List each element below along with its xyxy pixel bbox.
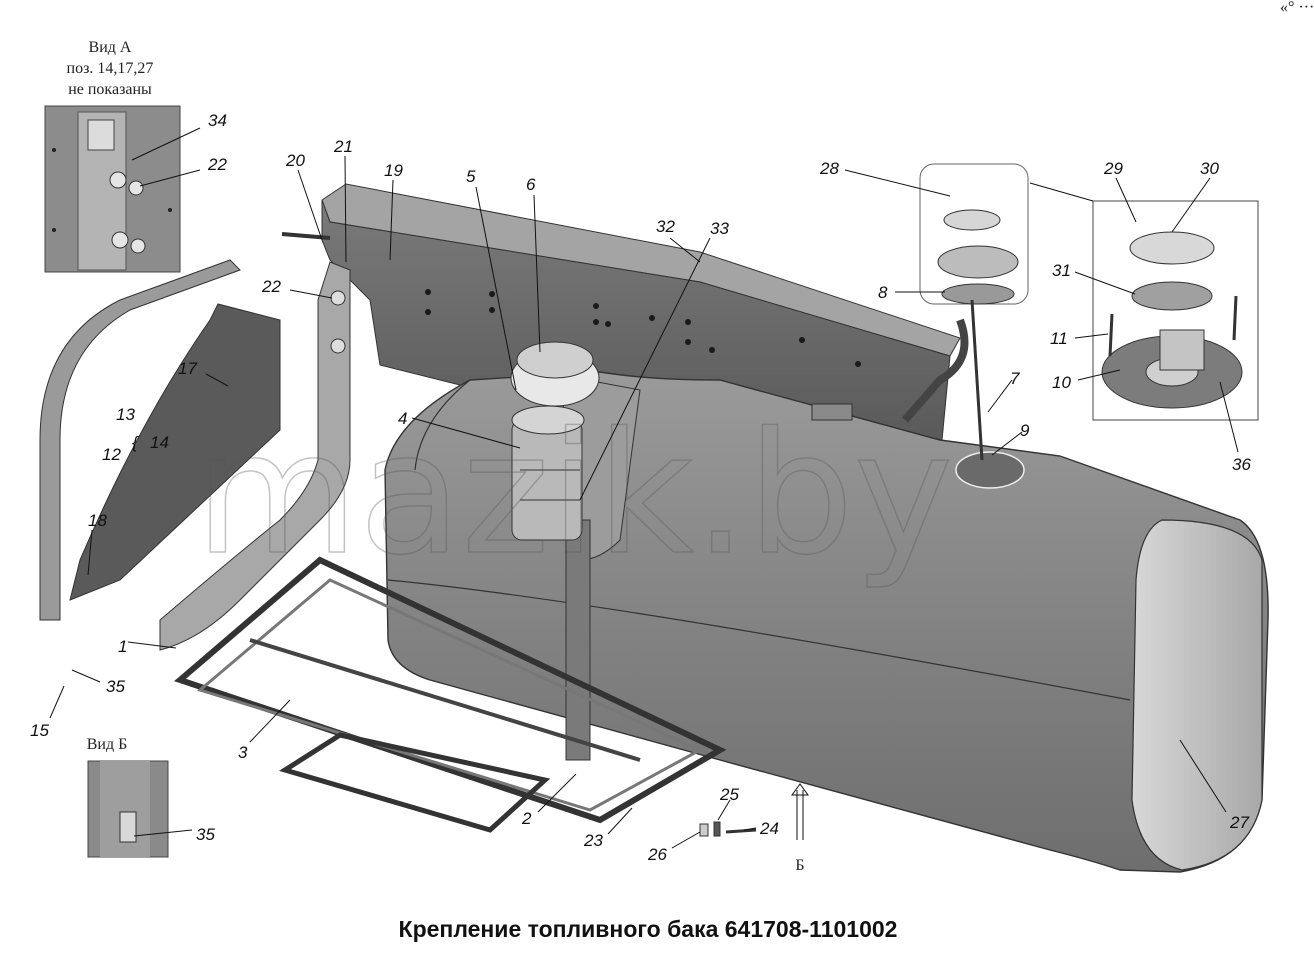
view-a-nut-mid [128, 180, 144, 196]
callout-12: 12 [102, 445, 121, 464]
fuel-level-sender [811, 163, 1029, 461]
filler-neck-assembly [510, 341, 600, 541]
callout-26: 26 [647, 845, 667, 864]
diagram-title: Крепление топливного бака 641708-1101002 [399, 916, 898, 942]
callout-20: 20 [285, 151, 305, 170]
callout-27: 27 [1229, 813, 1249, 832]
view-a-note-line1: поз. 14,17,27 [67, 60, 154, 77]
callout-7: 7 [1010, 369, 1020, 388]
callout-35-view-b: 35 [196, 825, 215, 844]
view-a-hole [168, 208, 172, 212]
callout-5: 5 [466, 167, 476, 186]
callout-24: 24 [759, 819, 779, 838]
callout-1: 1 [118, 637, 127, 656]
view-a-nut-lower [111, 231, 129, 249]
sender-detail-frame [1092, 200, 1259, 421]
callout-11: 11 [1050, 329, 1068, 348]
callout-25: 25 [719, 785, 739, 804]
view-b-plate [100, 761, 150, 857]
support-frame [174, 556, 727, 833]
callout-9: 9 [1020, 421, 1030, 440]
arrow-b-label: Б [795, 857, 804, 874]
fasteners-24-26 [699, 821, 757, 837]
callout-22: 22 [261, 277, 281, 296]
callout-22-inset: 22 [207, 155, 227, 174]
callout-14: 14 [150, 433, 169, 452]
callout-18: 18 [88, 511, 107, 530]
view-a-hole [52, 228, 56, 232]
callout-33: 33 [710, 219, 729, 238]
arrow-view-b: Б [791, 783, 809, 874]
callout-13: 13 [116, 405, 135, 424]
callout-2: 2 [521, 809, 532, 828]
step-tray [279, 732, 551, 833]
callout-31: 31 [1052, 261, 1071, 280]
callout-19: 19 [384, 161, 403, 180]
leader-lines [49, 127, 1239, 849]
bracket-21 [159, 261, 351, 651]
callout-28: 28 [819, 159, 839, 178]
callout-29: 29 [1103, 159, 1123, 178]
callout-30: 30 [1200, 159, 1219, 178]
strap-12-13 [39, 259, 241, 621]
sender-detail [1092, 200, 1259, 421]
callout-8: 8 [878, 283, 888, 302]
view-b-inset: Вид Б [87, 736, 169, 858]
left-straps [39, 259, 351, 651]
view-b-title: Вид Б [87, 736, 128, 753]
view-a-nut-lower-2 [130, 238, 146, 254]
view-a-nut-upper [109, 171, 127, 189]
pad-17 [69, 303, 281, 601]
watermark: mazik.by [195, 396, 953, 592]
callout-21: 21 [333, 137, 353, 156]
callout-15: 15 [30, 721, 49, 740]
view-a-hole [52, 148, 56, 152]
callout-34: 34 [208, 111, 227, 130]
callout-23: 23 [583, 831, 603, 850]
stud-20 [281, 232, 331, 240]
callouts: 34 22 20 21 19 22 5 6 32 33 4 28 8 29 30… [30, 111, 1251, 864]
corner-mark: «° ··· [1280, 0, 1314, 16]
callout-4: 4 [398, 409, 407, 428]
callout-3: 3 [238, 743, 248, 762]
plate-holes [425, 289, 861, 367]
tank-strap [565, 519, 591, 761]
callout-17: 17 [178, 359, 197, 378]
callout-10: 10 [1052, 373, 1071, 392]
view-b-bolt [119, 811, 137, 843]
view-a-clamp [87, 119, 115, 151]
callout-brace: { [132, 433, 139, 452]
callout-35: 35 [106, 677, 125, 696]
callout-6: 6 [526, 175, 536, 194]
tank-end-cap [1131, 519, 1263, 871]
sender-group-frame [919, 163, 1029, 305]
sender-opening [955, 451, 1025, 489]
view-a-note-line2: не показаны [68, 81, 152, 98]
callout-32: 32 [656, 217, 675, 236]
view-a-inset: Вид А поз. 14,17,27 не показаны [44, 39, 181, 273]
fuel-tank [384, 371, 1269, 873]
view-a-title: Вид А [89, 39, 132, 56]
callout-36: 36 [1232, 455, 1251, 474]
